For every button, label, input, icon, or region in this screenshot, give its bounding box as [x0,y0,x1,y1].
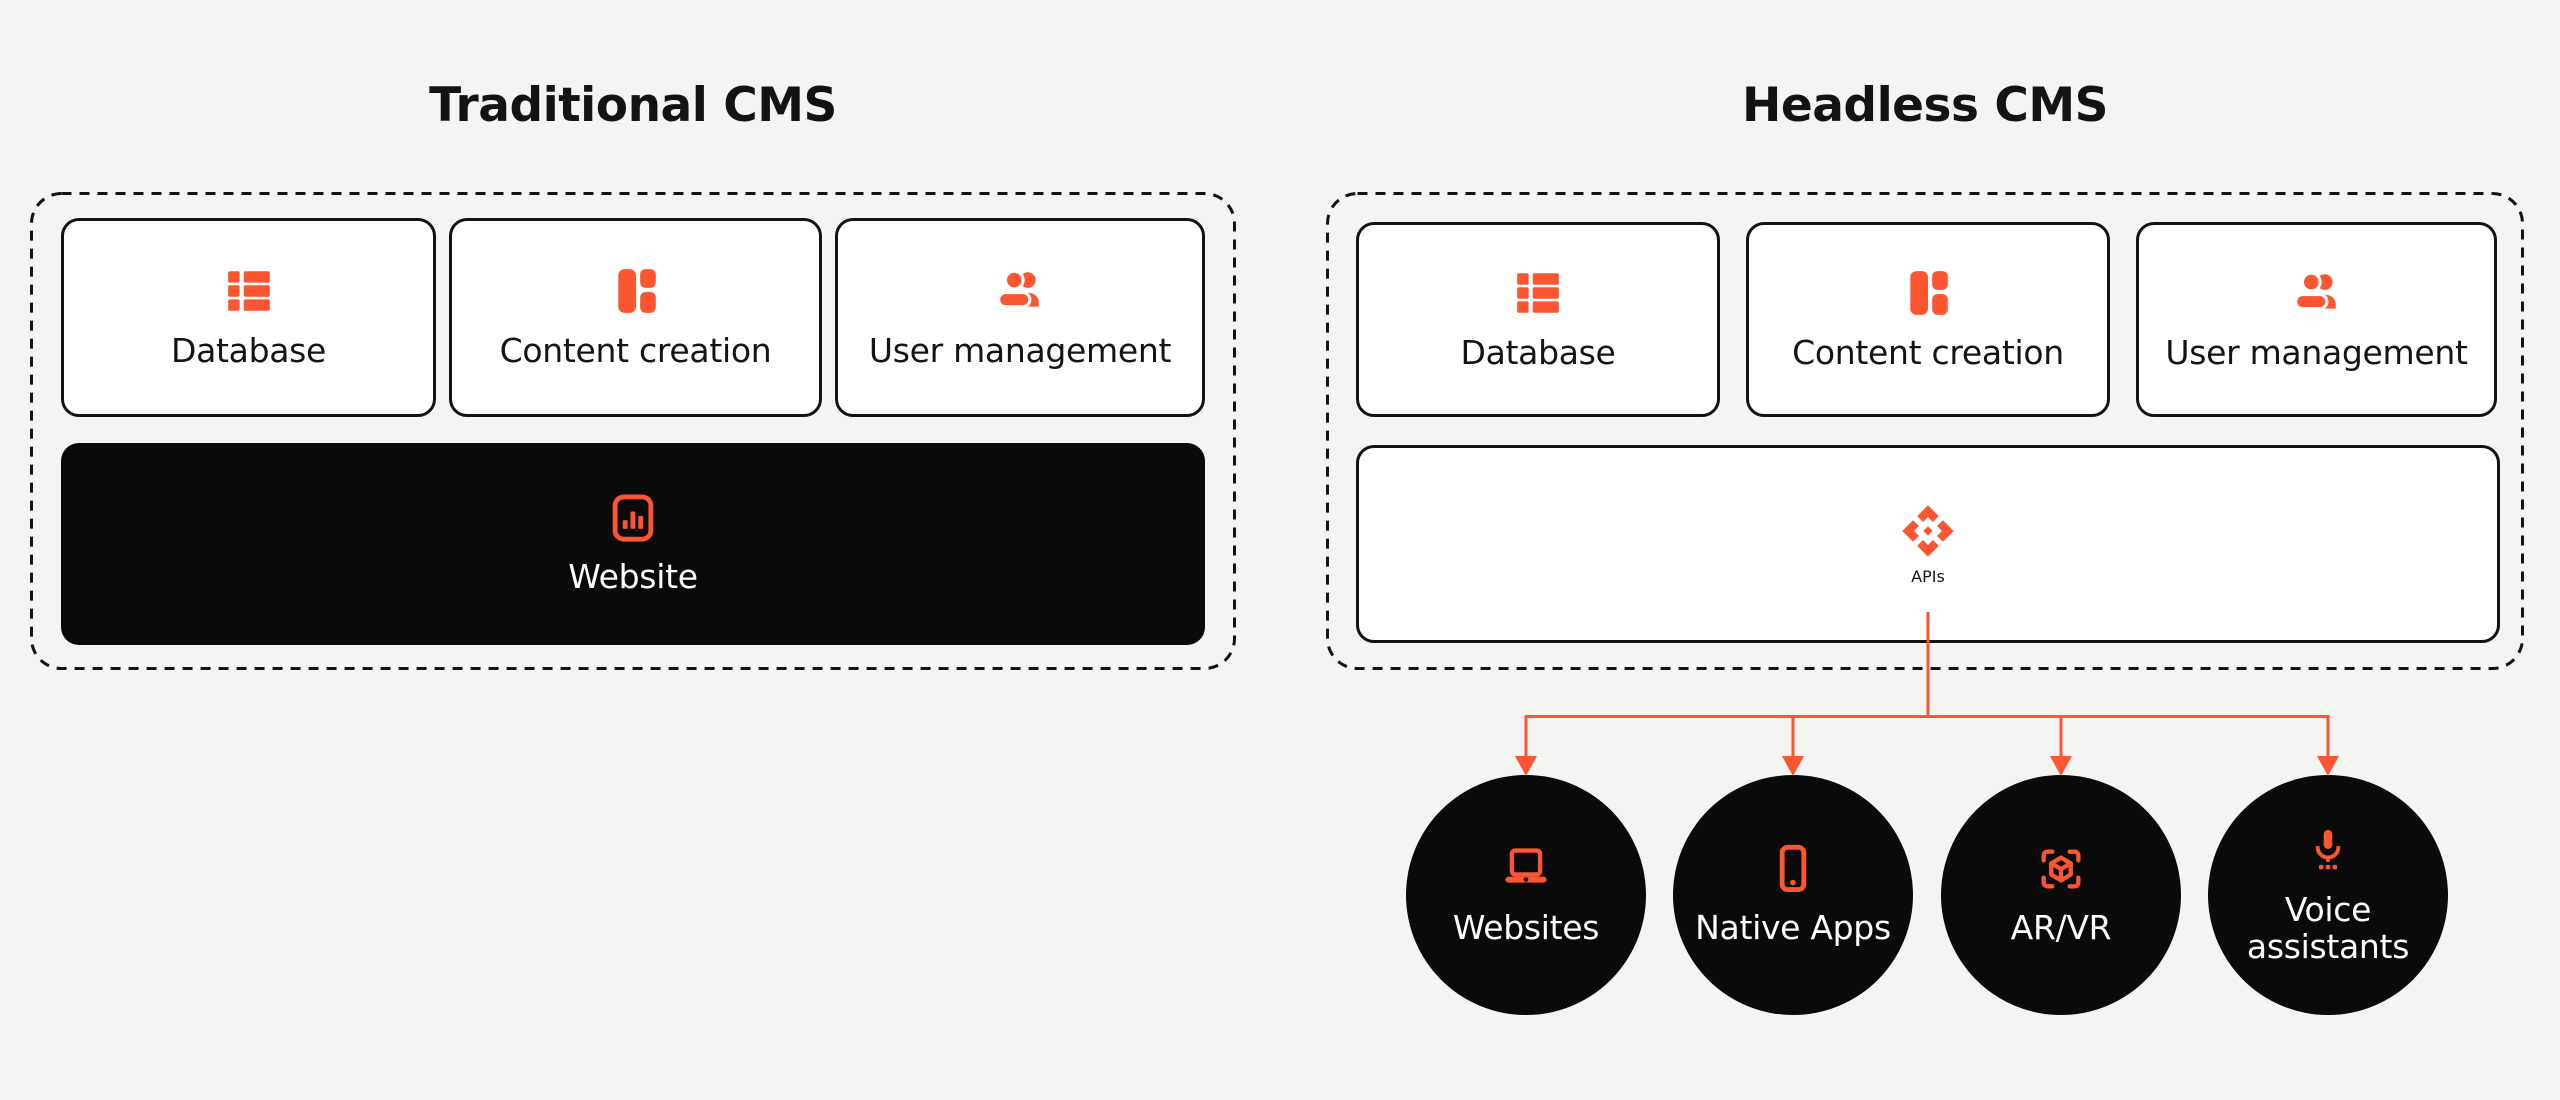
website-output-bar: Website [61,443,1205,645]
apis-label: APIs [1911,566,1945,586]
box-label: User management [2165,332,2468,372]
channel-circle-websites: Websites [1406,775,1646,1015]
box-label: User management [868,330,1172,370]
list-rows-icon [227,270,270,311]
headless-cms-title: Headless CMS [1742,78,2108,133]
box-label: Content creation [499,330,772,370]
channel-label: AR/VR [2010,908,2112,948]
channel-label: Native Apps [1695,908,1891,948]
feature-box-database: Database [1356,222,1720,417]
traditional-dashed-container [30,192,1236,670]
feature-box-user-management: User management [835,218,1205,417]
channel-label: Websites [1452,908,1600,948]
apis-box: APIs [1356,445,2500,643]
box-label: Content creation [1792,332,2064,372]
users-icon [997,269,1039,308]
traditional-cms-title: Traditional CMS [429,78,837,133]
channel-circle-ar-vr: AR/VR [1941,775,2181,1015]
smartphone-icon [1779,845,1807,893]
feature-box-user-management: User management [2136,222,2497,417]
api-diamonds-icon [1902,504,1954,557]
box-label: Database [1460,332,1616,372]
bar-chart-frame-icon [612,494,654,542]
box-label: Database [170,330,327,370]
headless-dashed-container [1326,192,2524,670]
channel-circle-native-apps: Native Apps [1673,775,1913,1015]
ar-cube-icon [2041,849,2081,889]
layout-blocks-icon [617,268,656,313]
feature-box-content-creation: Content creation [449,218,822,417]
list-rows-icon [1517,272,1559,313]
users-icon [2293,271,2336,310]
website-bar-label: Website [568,557,698,596]
feature-box-database: Database [61,218,436,417]
microphone-icon [2315,829,2341,870]
laptop-icon [1505,848,1547,884]
feature-box-content-creation: Content creation [1746,222,2110,417]
layout-blocks-icon [1910,270,1948,315]
